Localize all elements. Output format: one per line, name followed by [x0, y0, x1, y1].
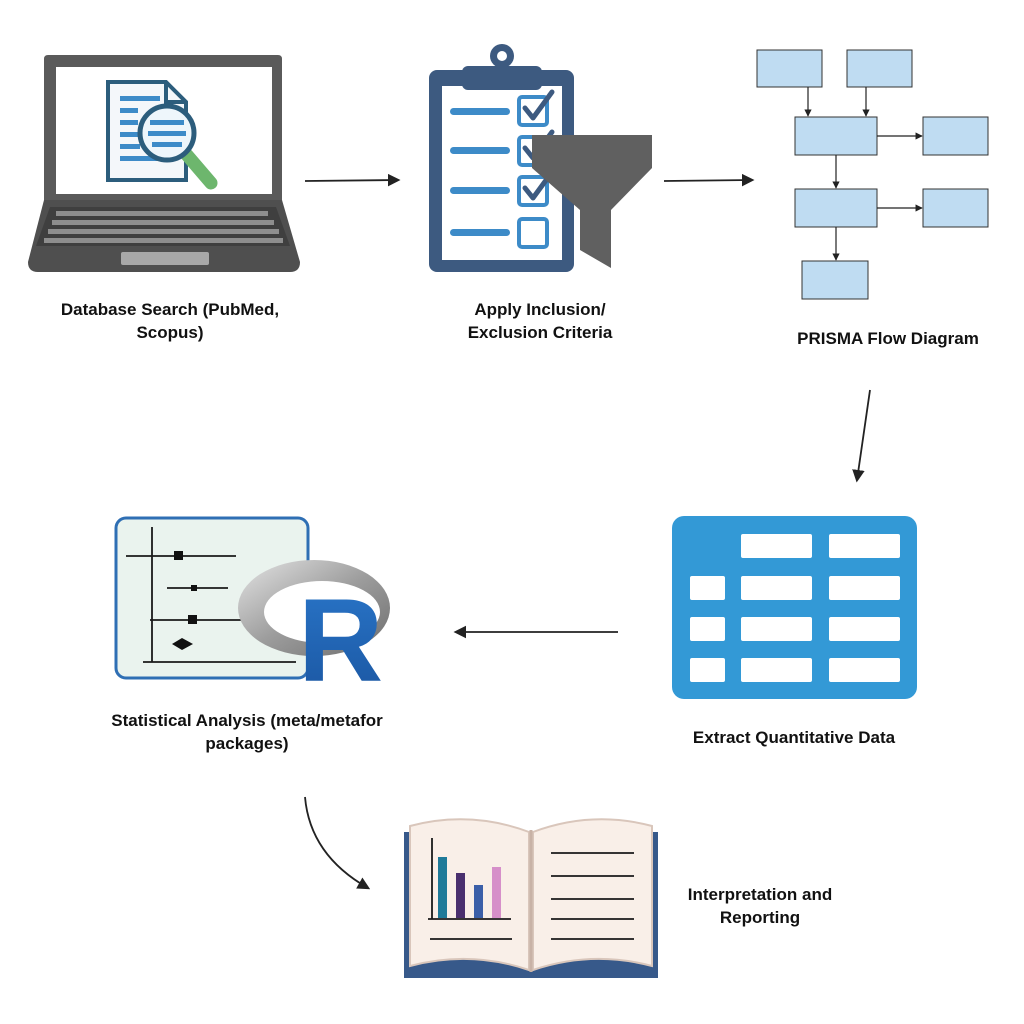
- r-logo-icon: R: [238, 560, 390, 707]
- arrow-prisma-to-extract: [852, 389, 871, 483]
- clipboard-funnel-icon: [429, 44, 652, 272]
- arrow-criteria-to-prisma: [663, 173, 755, 187]
- flow-arrows: [304, 173, 871, 890]
- label-extract-data: Extract Quantitative Data: [692, 728, 896, 747]
- laptop-search-icon: [28, 55, 300, 272]
- arrow-analysis-to-report: [304, 796, 371, 890]
- open-book-icon: [404, 818, 658, 978]
- label-inclusion-criteria: Apply Inclusion/ Exclusion Criteria: [467, 300, 613, 342]
- label-prisma: PRISMA Flow Diagram: [797, 329, 979, 348]
- document-magnifier-icon: [106, 80, 218, 190]
- prisma-flow-icon: [756, 49, 989, 300]
- label-database-search: Database Search (PubMed, Scopus): [60, 300, 280, 342]
- data-table-icon: [672, 516, 917, 699]
- label-statistical-analysis: Statistical Analysis (meta/metafor packa…: [111, 711, 383, 753]
- arrow-search-to-criteria: [304, 173, 401, 187]
- r-logo-letter: R: [298, 575, 383, 707]
- label-interpretation: Interpretation and Reporting: [687, 885, 833, 927]
- funnel-icon: [532, 135, 652, 268]
